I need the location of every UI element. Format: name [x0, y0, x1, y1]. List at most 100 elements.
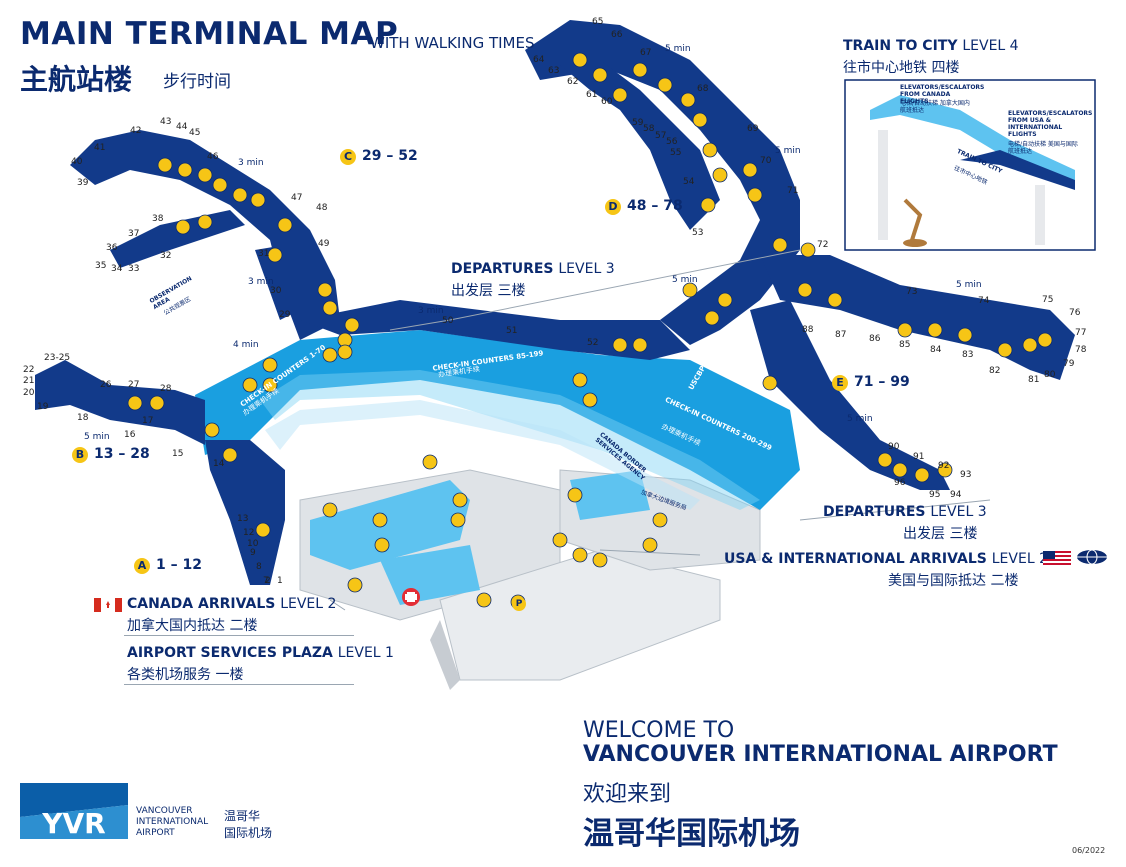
- gate-number: 59: [632, 118, 644, 128]
- gate-number: 95: [929, 490, 941, 500]
- gate-number: 91: [913, 452, 925, 462]
- gate-number: 46: [207, 152, 219, 162]
- concourse-c: [70, 130, 340, 340]
- gate-number: 19: [37, 402, 49, 412]
- gate-number: 54: [683, 177, 695, 187]
- gate-number: 53: [692, 228, 704, 238]
- concourse-e: [750, 255, 1075, 490]
- gate-number: 67: [640, 48, 652, 58]
- departures-bottom-label: DEPARTURES LEVEL 3: [823, 504, 987, 520]
- gate-number: 66: [611, 30, 623, 40]
- gate-number: 96: [894, 478, 906, 488]
- gate-number: 49: [318, 239, 330, 249]
- gate-number: 55: [670, 148, 682, 158]
- gate-number: 13: [237, 514, 249, 524]
- gate-number: 28: [160, 384, 172, 394]
- gate-badge-b: B: [72, 447, 88, 463]
- gate-group-b: B 13 – 28: [72, 446, 150, 463]
- gate-number: 71: [787, 186, 799, 196]
- gate-number: 81: [1028, 375, 1040, 385]
- gate-number: 2: [265, 576, 271, 586]
- canada-arrivals-cn: 加拿大国内抵达 二楼: [127, 618, 258, 634]
- yvr-logo-mark: YVR: [41, 807, 106, 839]
- leader-lines: [329, 249, 991, 611]
- gate-range-a: 1 – 12: [156, 557, 202, 573]
- pier-cd: [300, 300, 690, 360]
- train-level-text: LEVEL 4: [962, 38, 1019, 54]
- gate-number: 16: [124, 430, 136, 440]
- gate-number: 42: [130, 126, 142, 136]
- gate-range-b: 13 – 28: [94, 446, 150, 462]
- page-subtitle-cn: 步行时间: [163, 72, 231, 92]
- gate-number: 29: [279, 310, 291, 320]
- gate-number: 37: [128, 229, 140, 239]
- walk-time: 5 min: [847, 414, 873, 424]
- welcome-line4: 温哥华国际机场: [583, 816, 800, 852]
- gate-number: 35: [95, 261, 107, 271]
- welcome-line2: VANCOUVER INTERNATIONAL AIRPORT: [583, 742, 1058, 767]
- gate-number: 69: [747, 124, 759, 134]
- departures-bottom-level: LEVEL 3: [930, 504, 987, 520]
- gate-number: 8: [256, 562, 262, 572]
- gate-number: 84: [930, 345, 942, 355]
- gate-number: 20: [23, 388, 35, 398]
- gate-number: 17: [142, 416, 154, 426]
- gate-number: 15: [172, 449, 184, 459]
- welcome-line3: 欢迎来到: [583, 782, 672, 807]
- gate-number: 56: [666, 137, 678, 147]
- train-inset: [844, 79, 1096, 251]
- gate-number: 41: [94, 143, 106, 153]
- gate-number: 68: [697, 84, 709, 94]
- train-to-city-label: TRAIN TO CITY LEVEL 4: [843, 38, 1019, 54]
- gate-number: 43: [160, 117, 172, 127]
- walk-time: 5 min: [665, 44, 691, 54]
- gate-number: 27: [128, 380, 140, 390]
- gate-number: 86: [869, 334, 881, 344]
- gate-number: 82: [989, 366, 1001, 376]
- page-title: MAIN TERMINAL MAP: [20, 16, 399, 52]
- gate-number: 72: [817, 240, 829, 250]
- gate-number: 58: [643, 124, 655, 134]
- gate-number: 45: [189, 128, 201, 138]
- canada-arrivals-text: CANADA ARRIVALS: [127, 596, 276, 612]
- gate-number: 26: [100, 380, 112, 390]
- gate-number: 1: [277, 576, 283, 586]
- departures-top-text: DEPARTURES: [451, 261, 554, 277]
- train-to-city-cn: 往市中心地铁 四楼: [843, 60, 960, 76]
- concourse-b: [35, 360, 285, 585]
- gate-number: 34: [111, 264, 123, 274]
- arrivals-area: [310, 470, 650, 605]
- gate-number: 61: [586, 90, 598, 100]
- gate-number: 64: [533, 55, 545, 65]
- gate-number: 92: [938, 461, 950, 471]
- gate-number: 10: [247, 539, 259, 549]
- inset-note-canada-cn: 电梯/自动扶梯 加拿大国内航班抵达: [900, 100, 970, 114]
- gate-badge-c: C: [340, 149, 356, 165]
- gate-number: 23-25: [44, 353, 71, 363]
- first-aid-icon: [402, 588, 420, 606]
- gate-number: 79: [1063, 359, 1075, 369]
- departures-top-cn: 出发层 三楼: [451, 283, 526, 299]
- walk-time: 3 min: [418, 306, 444, 316]
- gate-number: 18: [77, 413, 89, 423]
- logo-name-line: VANCOUVER: [136, 806, 193, 816]
- gate-badge-e: E: [832, 375, 848, 391]
- walk-time: 5 min: [956, 280, 982, 290]
- logo-name-cn-line: 温哥华: [224, 809, 261, 823]
- usa-arrivals-text: USA & INTERNATIONAL ARRIVALS: [724, 551, 987, 567]
- gate-number: 93: [960, 470, 972, 480]
- usa-flag-icon: [1043, 551, 1071, 565]
- divider: [124, 635, 354, 636]
- services-plaza-level: LEVEL 1: [337, 645, 394, 661]
- canada-flag-icon: [94, 598, 122, 612]
- gate-number: 52: [587, 338, 599, 348]
- gate-number: 77: [1075, 328, 1087, 338]
- gate-badge-d: D: [605, 199, 621, 215]
- divider: [124, 684, 354, 685]
- gate-number: 30: [270, 286, 282, 296]
- inset-note-usa: ELEVATORS/ESCALATORS FROM USA & INTERNAT…: [1008, 110, 1093, 138]
- gate-number: 39: [77, 178, 89, 188]
- walk-time: 3 min: [248, 277, 274, 287]
- canada-arrivals-label: CANADA ARRIVALS LEVEL 2: [127, 596, 336, 612]
